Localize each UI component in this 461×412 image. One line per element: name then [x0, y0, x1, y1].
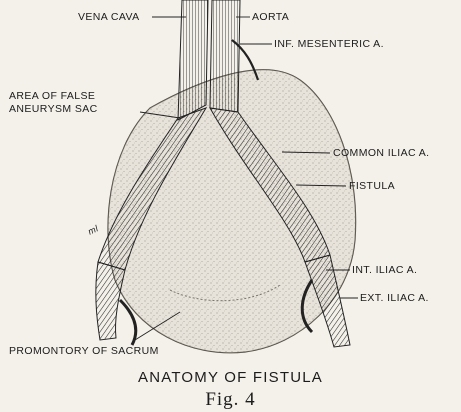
figure-number: Fig. 4 [0, 389, 461, 411]
label-ext-iliac: EXT. ILIAC A. [360, 292, 429, 304]
label-vena-cava: VENA CAVA [78, 11, 140, 23]
label-common-iliac: COMMON ILIAC A. [333, 147, 429, 159]
vena-cava-vessel [178, 0, 208, 120]
aorta-vessel [210, 0, 240, 112]
label-false-aneurysm-line1: AREA OF FALSE [9, 90, 95, 102]
label-int-iliac: INT. ILIAC A. [352, 264, 417, 276]
label-promontory: PROMONTORY OF SACRUM [9, 345, 159, 357]
label-inf-mesenteric: INF. MESENTERIC A. [274, 38, 384, 50]
label-fistula: FISTULA [349, 180, 395, 192]
figure-title: ANATOMY OF FISTULA [0, 369, 461, 386]
label-false-aneurysm-line2: ANEURYSM SAC [9, 103, 98, 115]
label-aorta: AORTA [252, 11, 289, 23]
